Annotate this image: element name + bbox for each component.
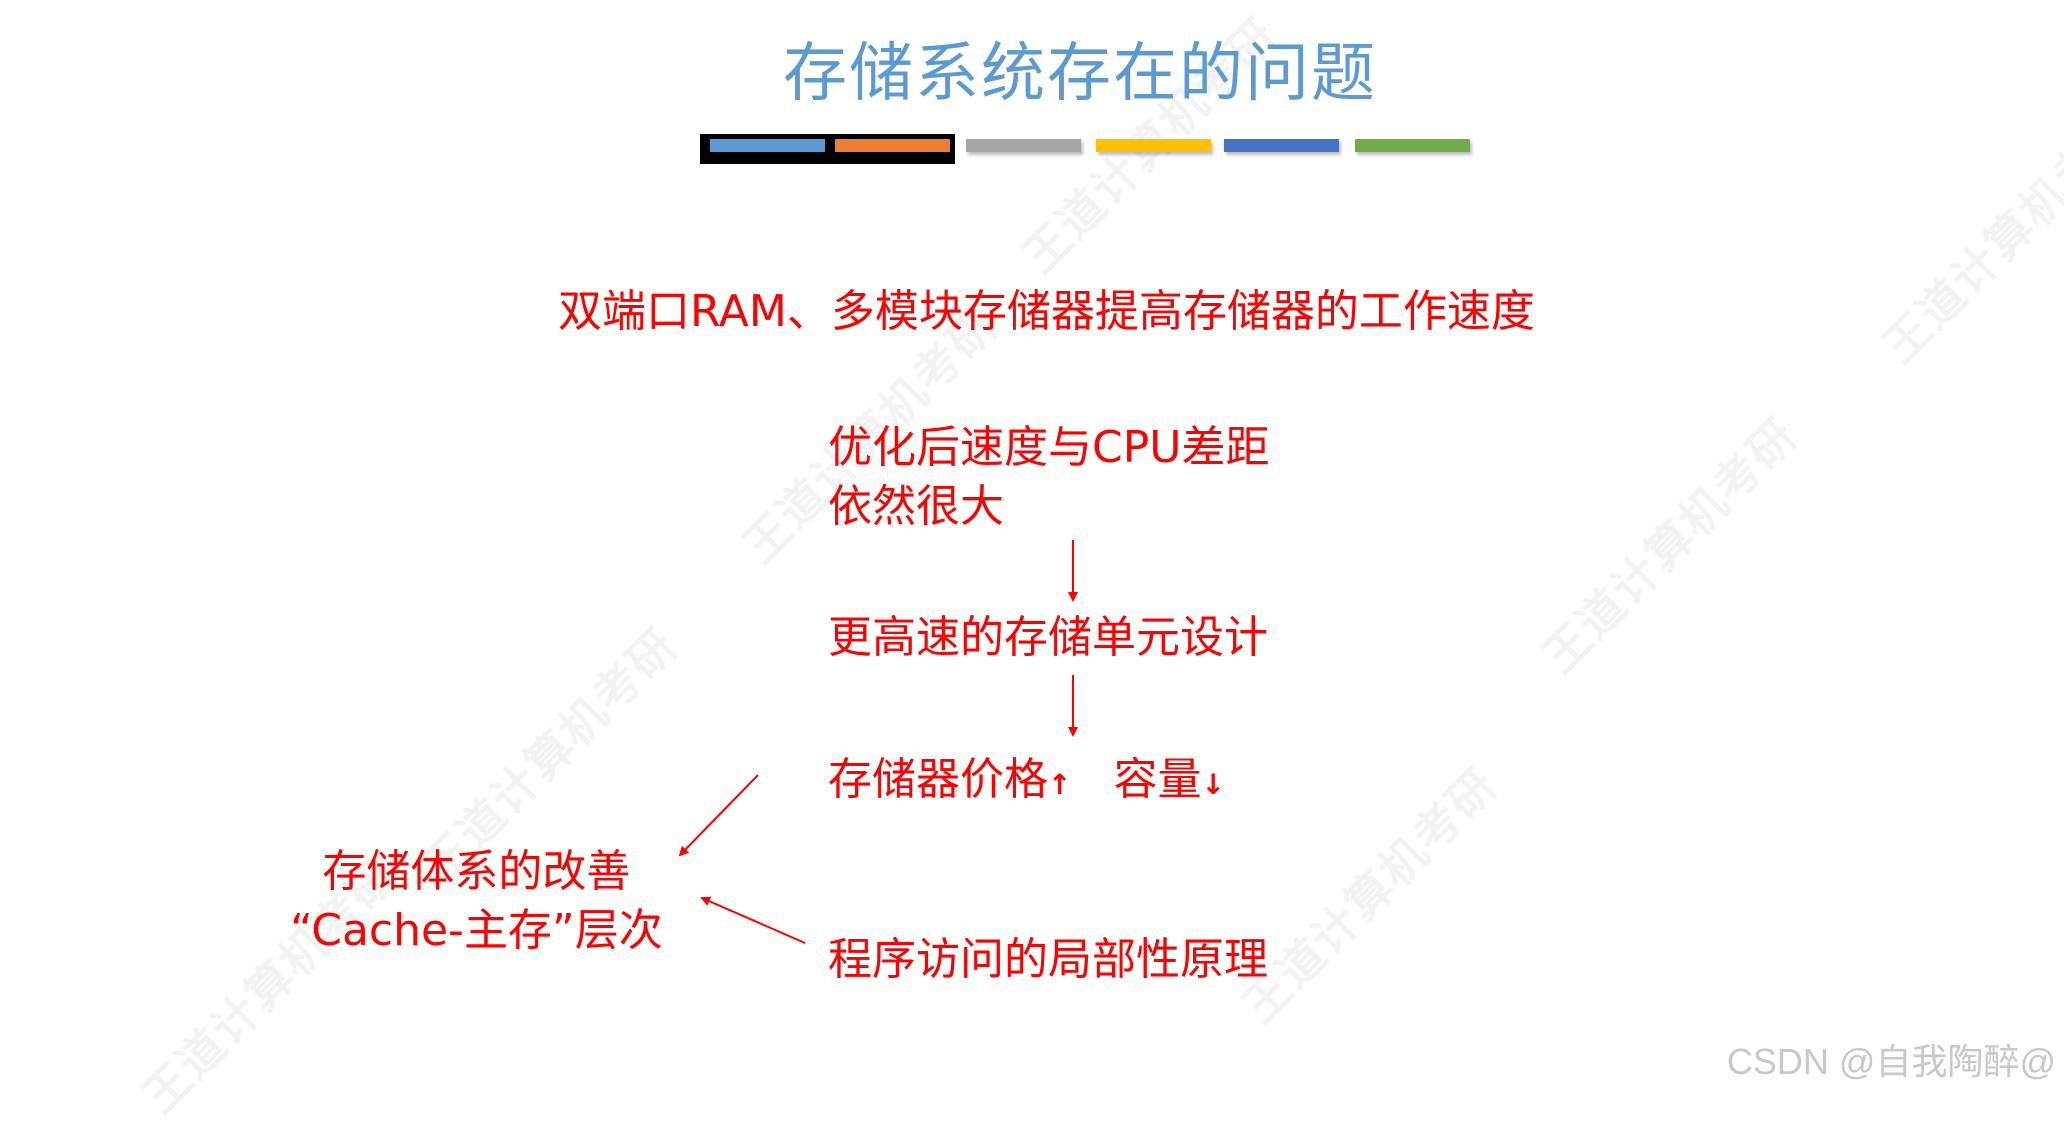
arrow-to-hierarchy <box>678 774 759 857</box>
color-bar-gray <box>966 139 1081 152</box>
arrow-down-icon: ↓ <box>1201 768 1225 801</box>
arrow-from-locality <box>700 896 806 944</box>
slide: 王道计算机考研 王道计算机考研 王道计算机考研 王道计算机考研 王道计算机考研 … <box>132 7 2064 1123</box>
speed-gap-line-2: 依然很大 <box>828 481 1004 533</box>
csdn-credit: CSDN @自我陶醉@ <box>1726 1041 2056 1082</box>
statement-dual-port: 双端口RAM、多模块存储器提高存储器的工作速度 <box>558 286 1535 337</box>
flow-arrows <box>678 540 1078 944</box>
capacity-label: 容量 <box>1113 754 1202 805</box>
slide-title: 存储系统存在的问题 <box>783 37 1377 111</box>
statement-locality: 程序访问的局部性原理 <box>828 934 1268 985</box>
statement-hierarchy: 存储体系的改善 “Cache-主存”层次 <box>290 842 663 961</box>
arrow-up-icon: ↑ <box>1048 768 1072 801</box>
statement-faster-cells: 更高速的存储单元设计 <box>828 612 1268 663</box>
hierarchy-line-2: “Cache-主存”层次 <box>290 905 663 957</box>
speed-gap-line-1: 优化后速度与CPU差距 <box>828 422 1270 473</box>
price-label: 存储器价格 <box>828 754 1048 805</box>
statement-price-capacity: 存储器价格↑ 容量↓ <box>828 750 1225 809</box>
statement-speed-gap: 优化后速度与CPU差距 依然很大 <box>828 418 1269 537</box>
color-bar-green <box>1355 139 1470 152</box>
color-bar-orange <box>835 139 950 152</box>
decorative-color-bars <box>700 134 1474 164</box>
hierarchy-line-1: 存储体系的改善 <box>322 846 631 897</box>
color-bar-blue <box>710 139 825 152</box>
color-bar-gold <box>1096 139 1211 152</box>
color-bar-dark-blue <box>1224 139 1339 152</box>
